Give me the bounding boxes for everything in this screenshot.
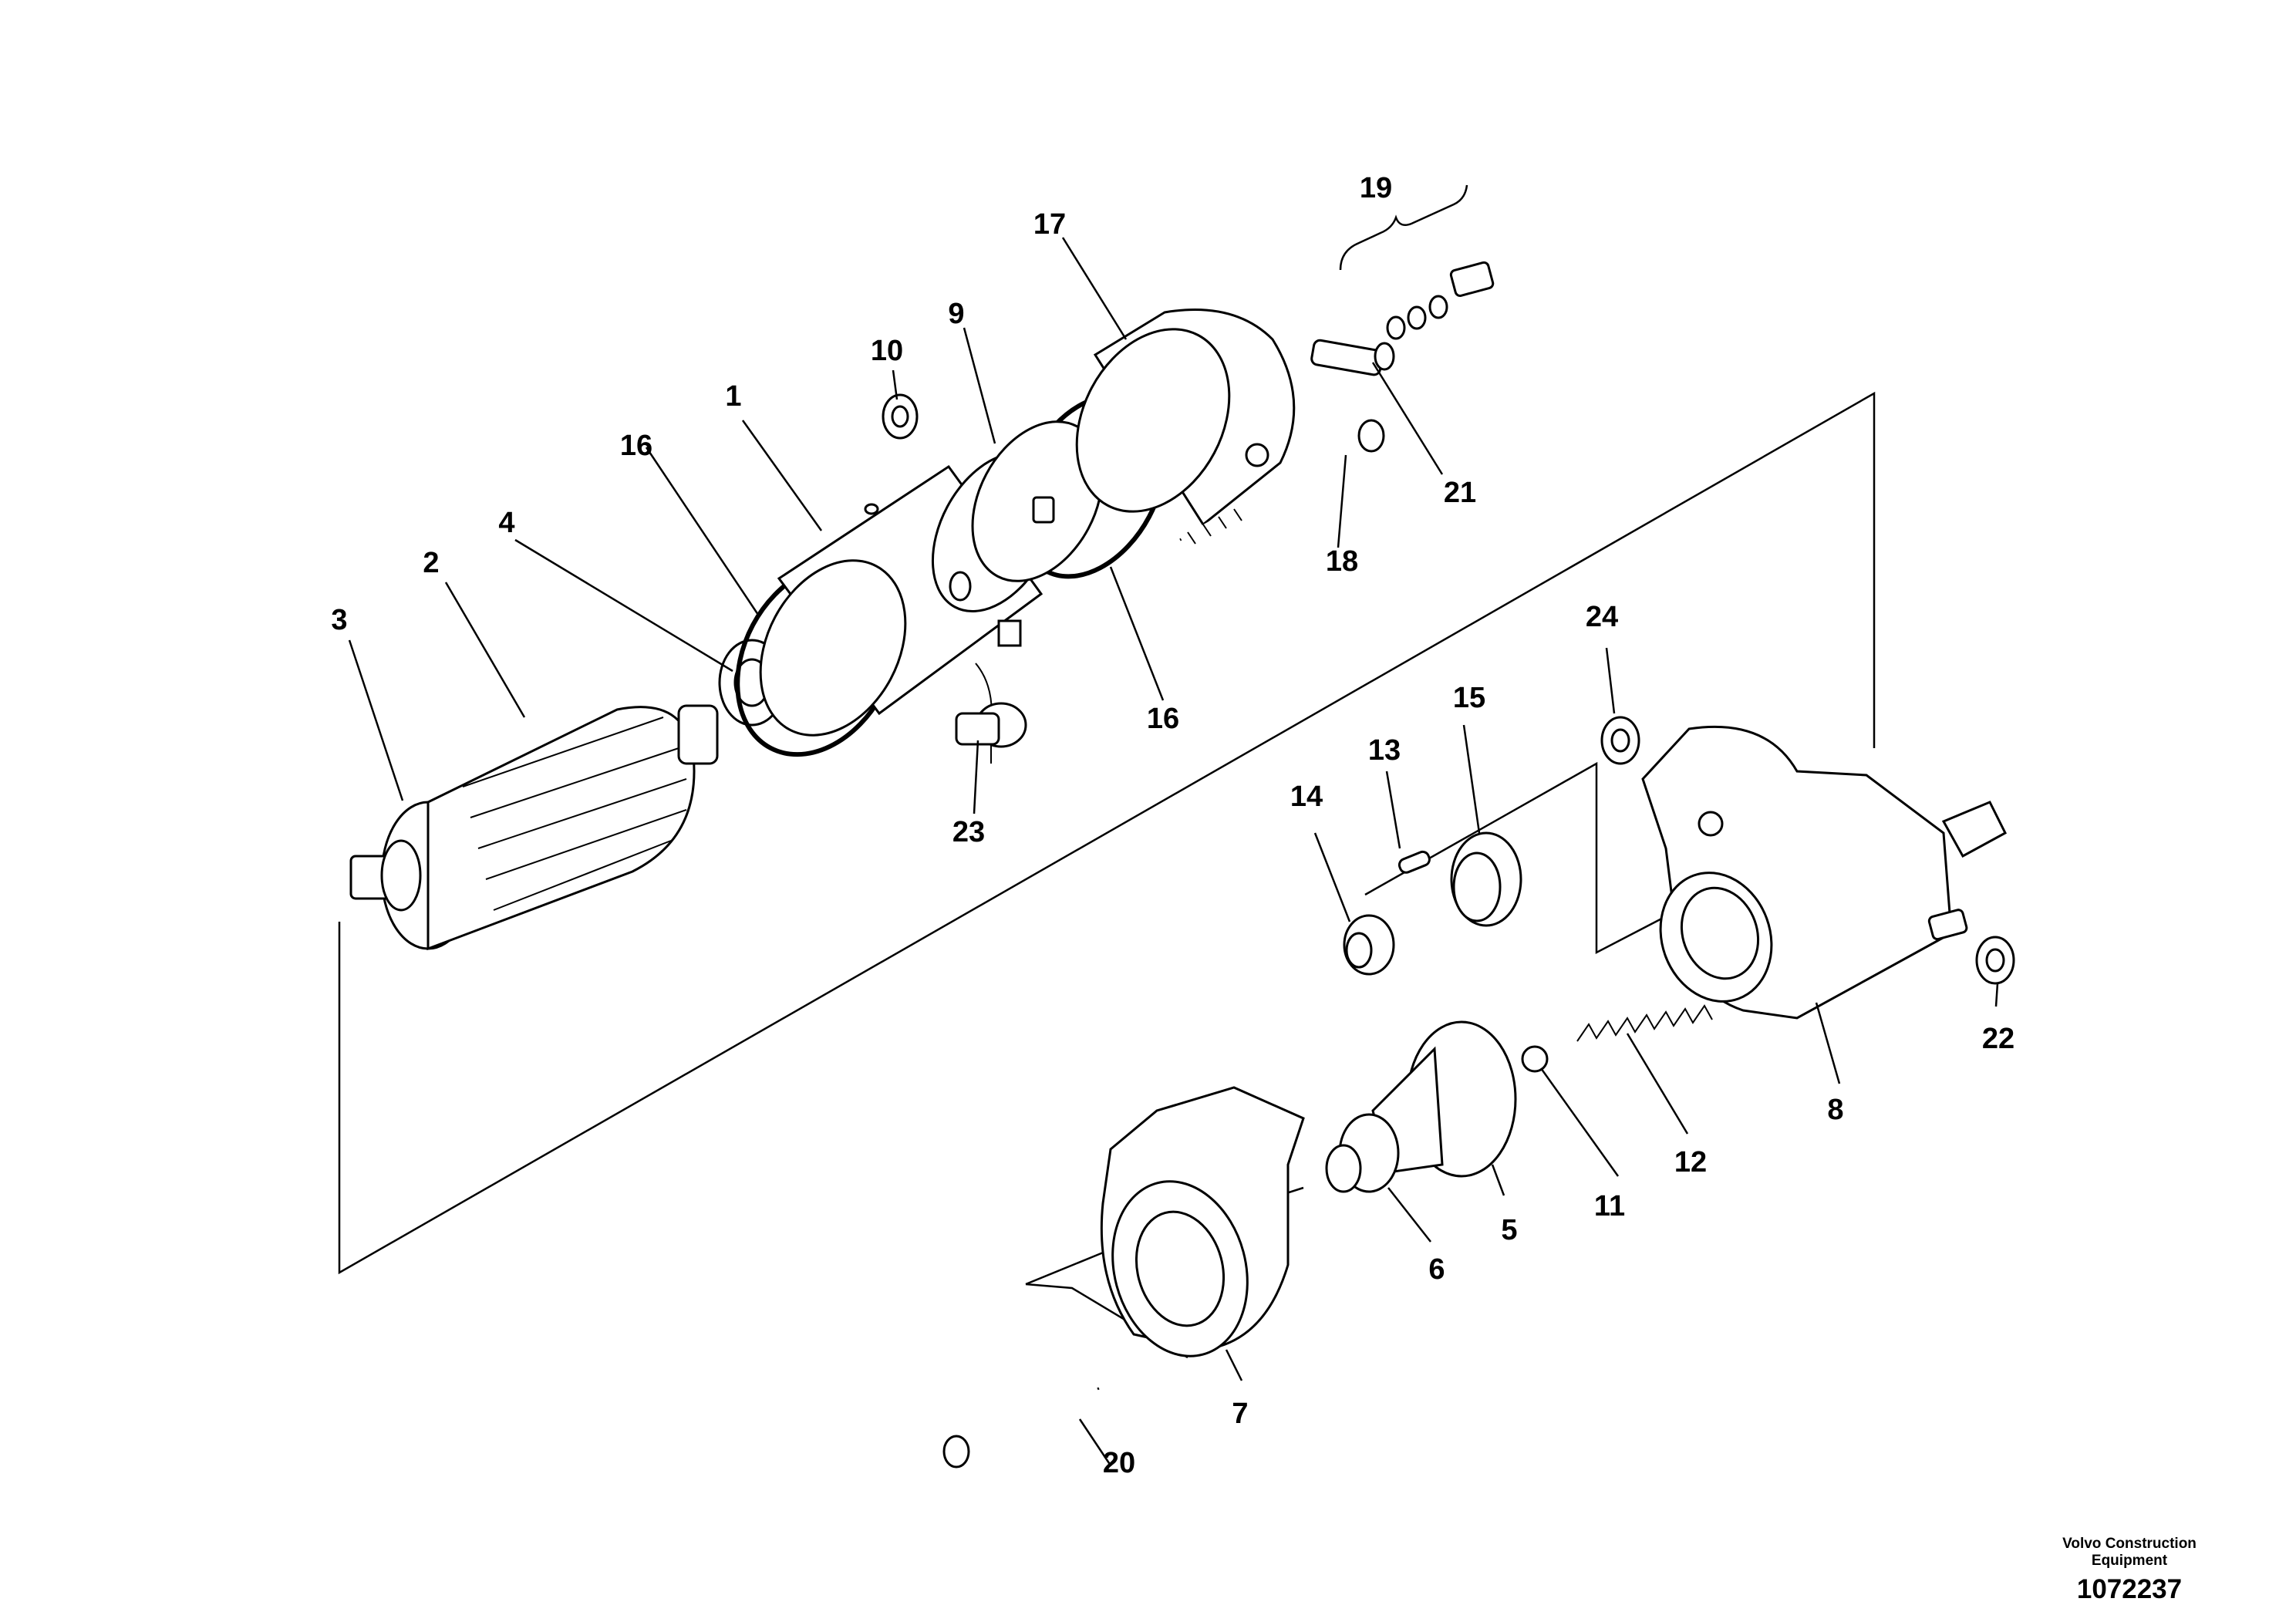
callouts: 1 2 3 4 5 6 7 8 9 10 11 12 13 14 15 16 1… [331,172,2014,1479]
callout-24: 24 [1586,601,1618,633]
callout-12: 12 [1674,1146,1707,1179]
callout-16a: 16 [620,430,652,462]
callout-23: 23 [952,816,985,848]
org-line-2: Equipment [2091,1553,2168,1569]
retainer [1343,914,1395,976]
callout-10: 10 [871,335,903,367]
callout-5: 5 [1501,1214,1517,1246]
callout-2: 2 [423,547,439,579]
rear-end-cover [1075,309,1296,527]
callout-7: 7 [1232,1398,1248,1430]
front-housing [1100,1086,1305,1357]
nut-small [1600,716,1640,765]
terminal-nut [1975,936,2015,985]
callout-13: 13 [1368,734,1401,767]
magnetic-switch-housing [1641,725,2007,1020]
callout-22: 22 [1982,1023,2014,1055]
brush-holder [971,420,1104,647]
terminal-bolt [1310,339,1395,376]
through-bolt [1179,419,1385,545]
callout-8: 8 [1827,1094,1843,1126]
callout-9: 9 [948,298,964,330]
leader-lines [348,237,1999,1466]
idler-gear [1450,831,1522,927]
callout-21: 21 [1444,477,1476,509]
footer: Volvo Construction Equipment 1072237 [2029,1536,2230,1605]
spring [1576,1004,1713,1042]
lead-wire [955,702,1027,748]
grommet [882,393,919,440]
org-line-1: Volvo Construction [2062,1536,2197,1552]
callout-6: 6 [1428,1253,1445,1286]
armature [349,704,719,951]
pin [1397,850,1431,874]
callout-20: 20 [1103,1447,1135,1479]
bracket-19 [1339,184,1468,271]
callout-4: 4 [498,507,514,539]
callout-11: 11 [1594,1190,1625,1222]
callout-1: 1 [725,380,741,413]
callout-15: 15 [1453,682,1485,714]
washer-screw-set [1386,261,1495,340]
callout-3: 3 [331,604,347,636]
drawing-number: 1072237 [2076,1574,2183,1604]
housing-bolt [942,1386,1100,1469]
callout-16b: 16 [1147,703,1179,735]
callout-14: 14 [1290,781,1323,813]
callout-18: 18 [1326,545,1358,578]
callout-19: 19 [1360,172,1392,204]
pinion-gear [1325,1113,1400,1193]
steel-ball [1521,1045,1549,1073]
callout-17: 17 [1033,208,1066,241]
